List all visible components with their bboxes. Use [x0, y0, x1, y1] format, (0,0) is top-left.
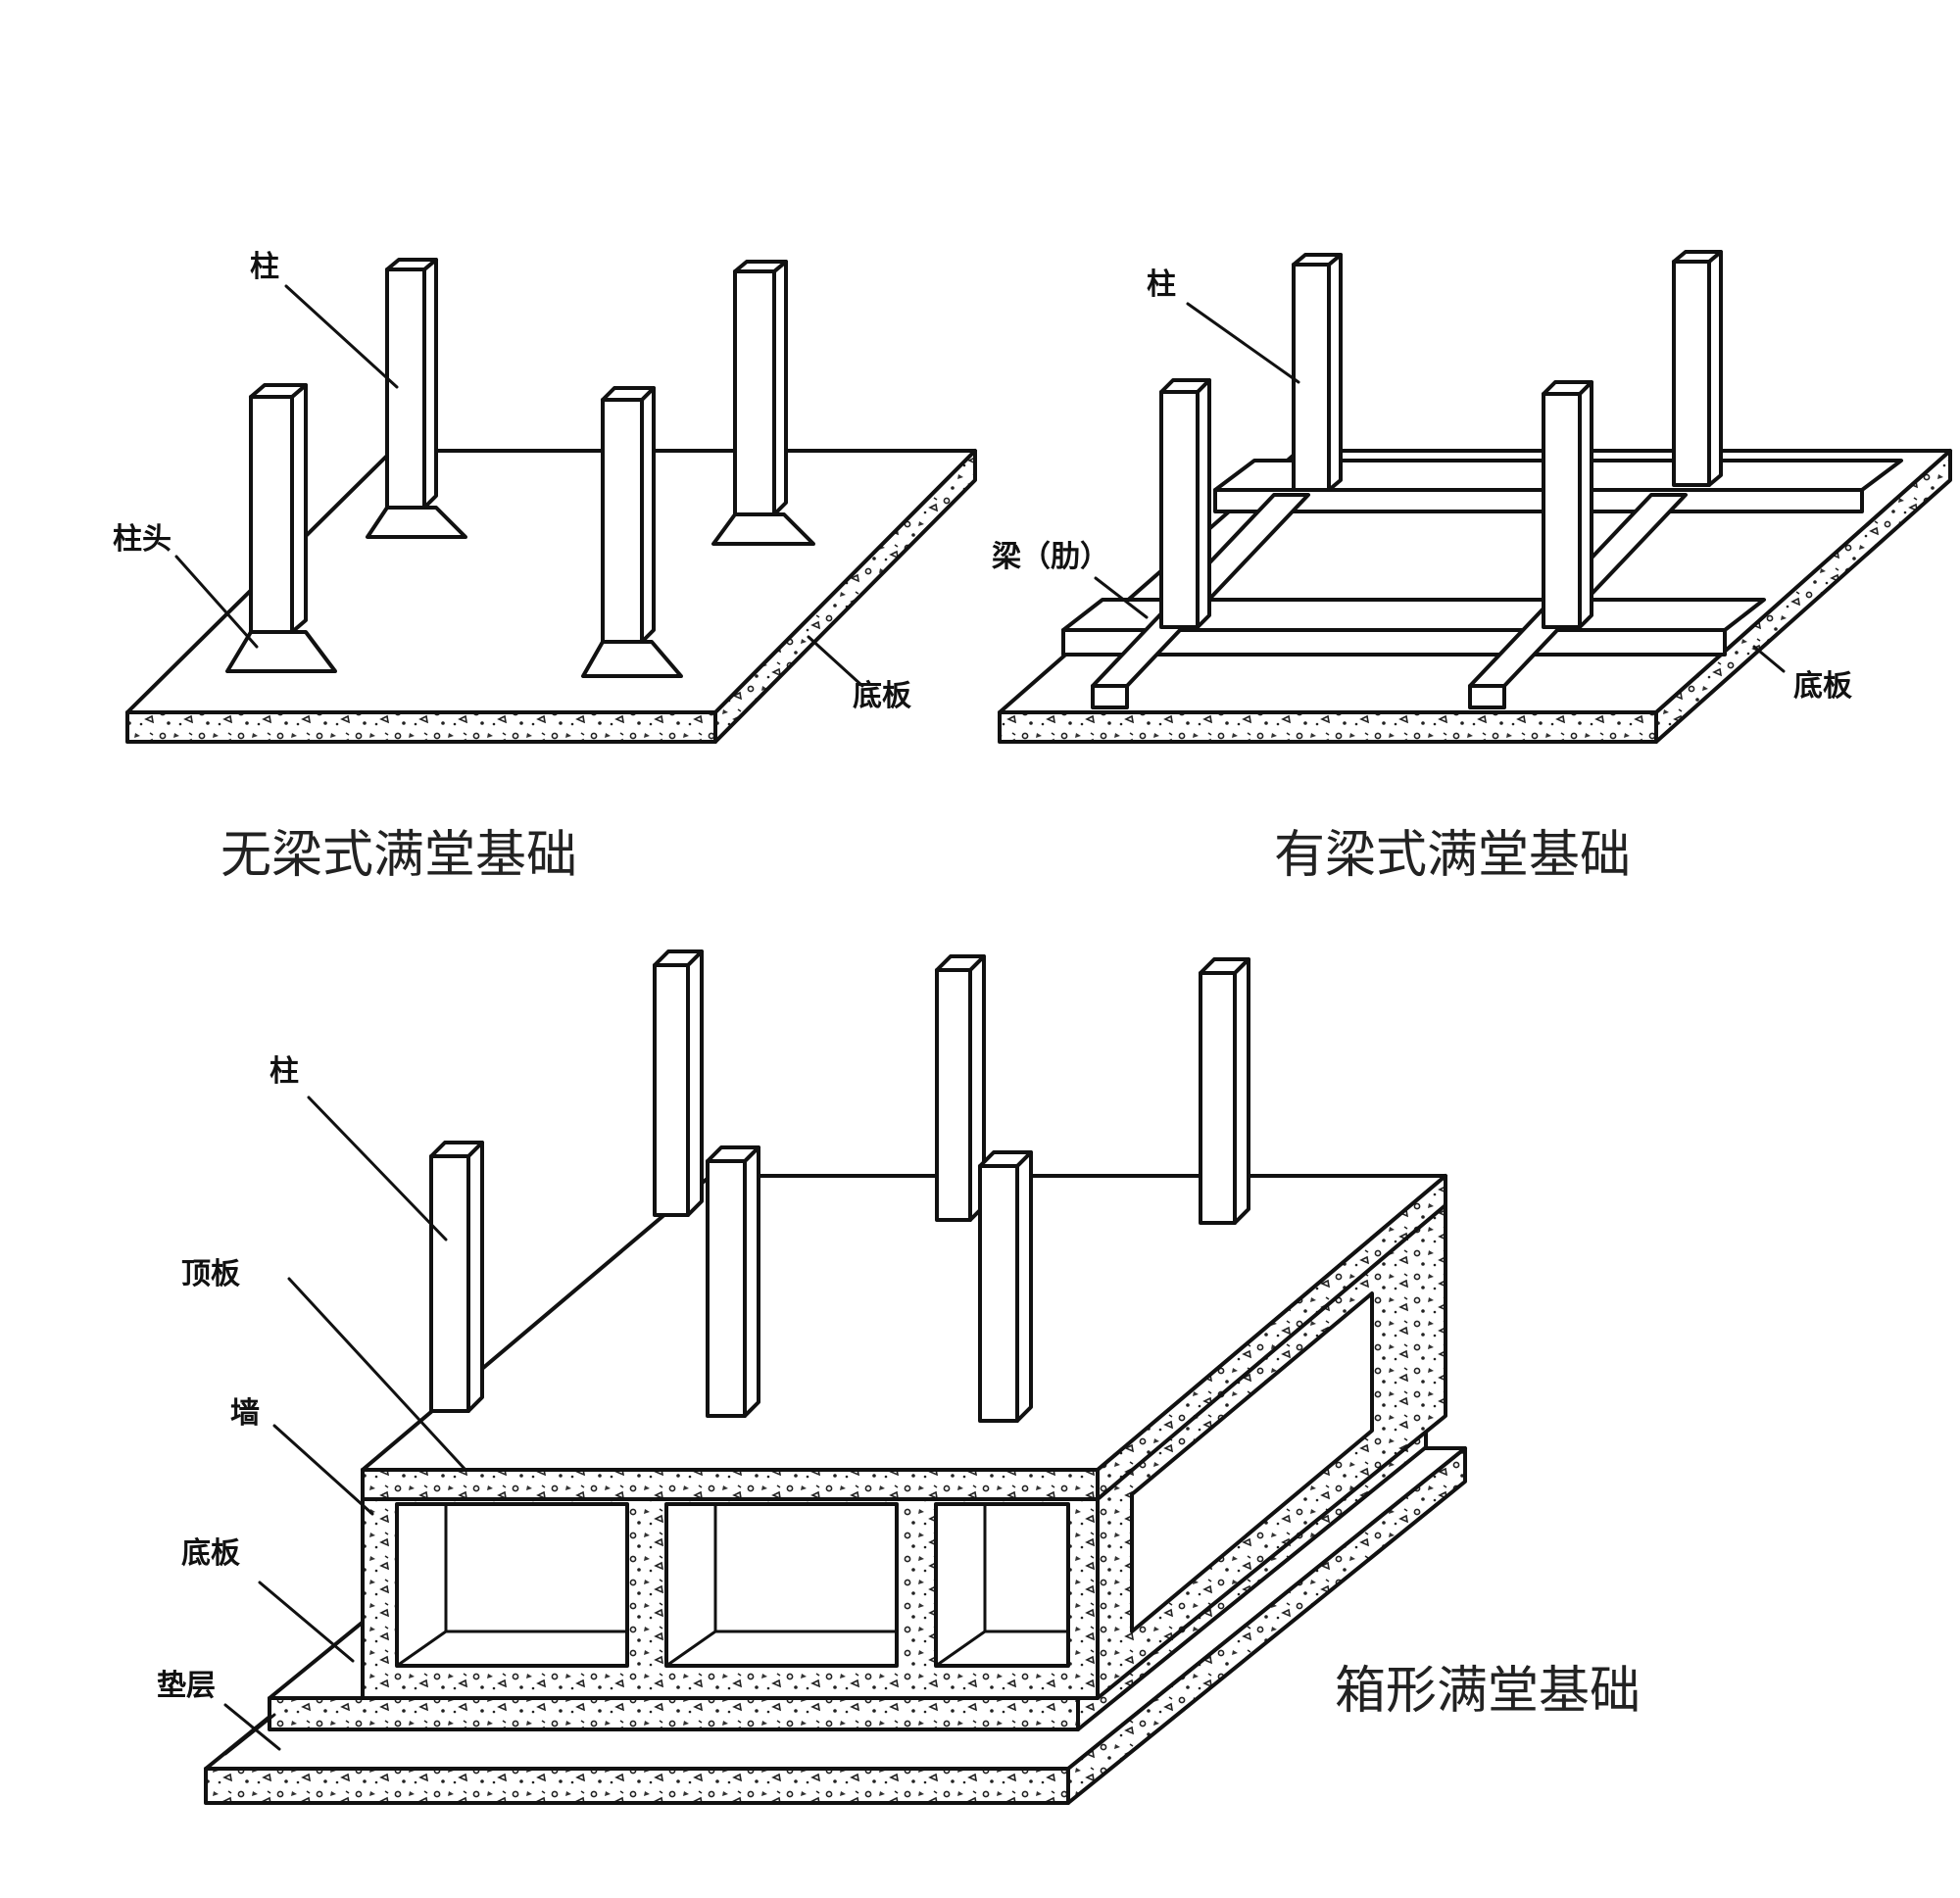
leader-line: [287, 1277, 467, 1472]
label-beam: 梁（肋）: [992, 540, 1109, 574]
label-base-slab: 底板: [181, 1536, 240, 1571]
diagram-beam-slab-foundation: 柱 梁（肋） 底板 有梁式满堂基础: [992, 250, 1952, 885]
column: [711, 260, 815, 546]
column: [1292, 253, 1343, 492]
base-slab-side: [713, 449, 977, 744]
label-cushion: 垫层: [157, 1669, 216, 1703]
base-slab-front: [998, 710, 1658, 744]
column: [1199, 957, 1250, 1225]
box-cell: [664, 1502, 899, 1668]
leader-line: [223, 1713, 276, 1756]
column: [429, 1141, 484, 1413]
top-slab-edge: [361, 1468, 1100, 1501]
column: [935, 954, 986, 1222]
leader-line: [272, 1424, 374, 1516]
label-column: 柱: [1147, 268, 1176, 302]
leader-line: [1094, 576, 1149, 619]
leader-line: [258, 1581, 355, 1663]
cushion-front: [204, 1767, 1070, 1805]
label-wall: 墙: [230, 1396, 260, 1431]
diagram-box-foundation: 柱 顶板 墙 底板 垫层 箱形满堂基础: [157, 949, 1641, 1805]
column: [706, 1145, 760, 1418]
column: [366, 258, 467, 539]
top-slab-side-edge: [1096, 1174, 1447, 1501]
leader-line: [307, 1095, 448, 1241]
box-cell: [395, 1502, 629, 1668]
column: [1542, 380, 1593, 629]
label-column-head: 柱头: [113, 522, 172, 557]
leader-line: [223, 1703, 281, 1751]
column: [581, 386, 683, 678]
cushion-side: [1066, 1446, 1467, 1805]
leader-line: [174, 555, 259, 649]
diagram-flat-slab-foundation: 柱 柱头 底板 无梁式满堂基础: [113, 250, 977, 885]
column: [1159, 378, 1211, 629]
caption-flat-slab: 无梁式满堂基础: [220, 826, 577, 885]
leader-line: [1752, 645, 1786, 673]
box-side-opening: [1130, 1291, 1374, 1633]
leader-line: [1186, 302, 1300, 384]
base-slab-side: [1654, 449, 1952, 744]
column: [653, 949, 704, 1217]
leader-line: [284, 284, 399, 389]
column: [1672, 250, 1723, 487]
column: [978, 1150, 1033, 1423]
base-slab-front: [125, 710, 717, 744]
leader-line: [807, 635, 864, 688]
label-base-slab: 底板: [1793, 669, 1852, 704]
label-top-slab: 顶板: [181, 1257, 240, 1291]
label-base-slab: 底板: [853, 679, 911, 713]
caption-box-foundation: 箱形满堂基础: [1335, 1662, 1641, 1721]
base-slab-front: [268, 1696, 1080, 1731]
box-cell: [934, 1502, 1070, 1668]
label-column: 柱: [250, 250, 279, 284]
caption-beam-slab: 有梁式满堂基础: [1274, 826, 1631, 885]
label-column: 柱: [270, 1054, 299, 1089]
